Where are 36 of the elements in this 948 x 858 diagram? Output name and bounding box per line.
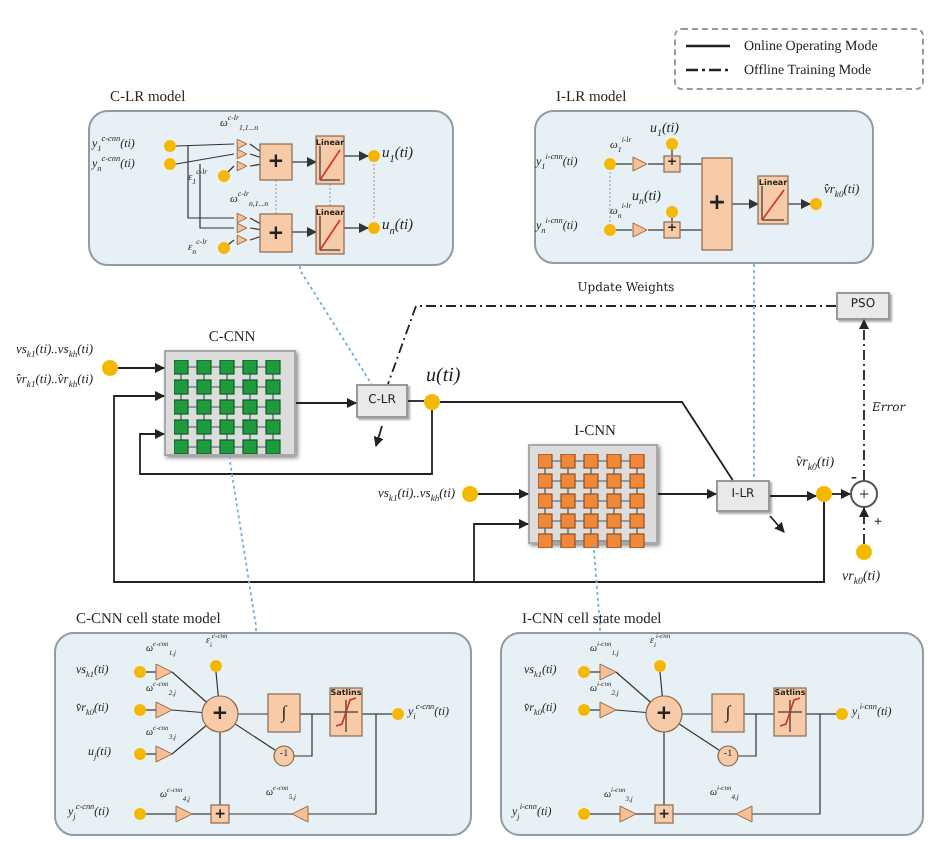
connector-line: [407, 400, 425, 402]
integral-sign: ∫: [281, 701, 287, 723]
connection-dot: [816, 486, 832, 502]
connector-line: [439, 401, 734, 481]
plus-sign: +: [655, 702, 673, 726]
zoom-guide-line: [593, 543, 601, 633]
sign-label: -: [851, 465, 857, 487]
plus-sign: +: [267, 221, 285, 245]
process-box: [716, 480, 770, 512]
connector-arrow: [477, 489, 529, 499]
connection-dot: [856, 544, 872, 560]
plus-sign: +: [858, 483, 870, 505]
connector-arrow: [139, 409, 433, 475]
connector-arrow: [473, 501, 825, 583]
summing-junction: [850, 480, 878, 508]
zoom-guide-line: [299, 265, 373, 385]
connector-arrow: [859, 319, 869, 481]
connector-arrow: [295, 398, 357, 408]
connector-line: [387, 305, 837, 385]
connection-dot: [424, 394, 440, 410]
connector-arrow: [769, 491, 817, 501]
integral-sign: ∫: [725, 701, 731, 723]
connection-dot: [462, 486, 478, 502]
zoom-guide-line: [753, 263, 755, 481]
connector-arrow: [859, 507, 869, 545]
plus-sign: +: [211, 702, 229, 726]
plus-sign: +: [267, 150, 285, 174]
zoom-guide-line: [229, 455, 257, 633]
plus-sign: +: [707, 191, 727, 217]
variable-label: u(ti): [426, 364, 461, 388]
process-box: [356, 384, 408, 418]
connector-arrow: [117, 363, 165, 373]
process-box: [836, 292, 890, 320]
connector-arrow: [831, 489, 851, 499]
connection-dot: [102, 360, 118, 376]
connector-arrow: [657, 489, 717, 499]
